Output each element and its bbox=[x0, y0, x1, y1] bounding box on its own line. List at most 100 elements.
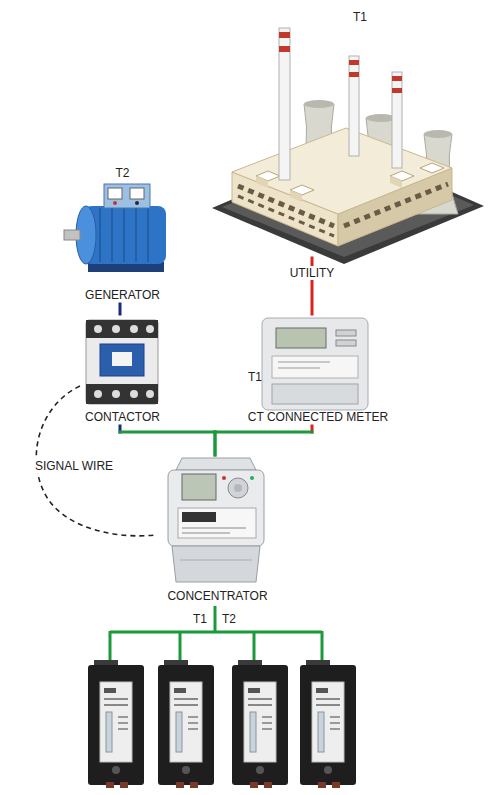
node-label: T1 bbox=[238, 10, 482, 24]
meter-illustration bbox=[300, 660, 356, 788]
node-label: T2 bbox=[60, 166, 185, 180]
contactor-illustration bbox=[112, 390, 120, 398]
meter-illustration bbox=[232, 660, 288, 788]
concentrator-illustration bbox=[168, 458, 264, 582]
contactor-illustration bbox=[112, 352, 132, 366]
power-plant-illustration bbox=[420, 163, 444, 173]
meter-illustration bbox=[88, 660, 356, 788]
concentrator-illustration bbox=[228, 478, 248, 498]
meter-illustration bbox=[88, 660, 144, 788]
concentrator-illustration bbox=[182, 533, 230, 534]
ct-meter-illustration bbox=[262, 318, 368, 410]
generator-illustration bbox=[113, 201, 117, 205]
wire-label: SIGNAL WIRE bbox=[32, 459, 116, 473]
power-plant-illustration bbox=[349, 56, 359, 156]
ct-meter-illustration bbox=[336, 340, 356, 346]
generator-illustration bbox=[130, 188, 144, 199]
power-plant-illustration bbox=[390, 176, 402, 188]
contactor-illustration bbox=[130, 325, 138, 333]
generator-illustration bbox=[123, 208, 125, 262]
concentrator-illustration bbox=[172, 546, 260, 582]
power-plant-illustration bbox=[279, 32, 290, 38]
power-plant-illustration bbox=[290, 190, 302, 202]
wire-connector bbox=[120, 431, 215, 434]
wire-connector bbox=[119, 304, 122, 314]
generator-illustration bbox=[99, 208, 101, 262]
ct-meter-illustration bbox=[262, 318, 368, 410]
concentrator-illustration bbox=[182, 512, 216, 522]
power-plant-illustration bbox=[392, 76, 402, 81]
contactor-illustration bbox=[86, 320, 158, 404]
contactor-illustration bbox=[94, 390, 102, 398]
meter-bus-wire bbox=[253, 631, 256, 665]
node-label: CONTACTOR bbox=[80, 410, 165, 424]
contactor-illustration bbox=[86, 320, 158, 404]
ct-meter-illustration bbox=[278, 368, 320, 369]
meter-bus-wire bbox=[321, 631, 324, 665]
concentrator-illustration bbox=[182, 528, 246, 529]
meter-illustration bbox=[158, 660, 214, 788]
power-plant-illustration bbox=[238, 196, 334, 236]
tariff-label: T1 bbox=[193, 612, 207, 626]
meter-bus-wire bbox=[109, 631, 112, 665]
power-plant-illustration bbox=[392, 88, 402, 93]
wire-connector bbox=[215, 426, 312, 455]
concentrator-node: CONCENTRATOR bbox=[155, 455, 280, 605]
meter-bus-wire bbox=[110, 606, 322, 665]
wire-connector bbox=[214, 432, 217, 455]
node-label: CT CONNECTED METER bbox=[238, 410, 398, 424]
wire-connector bbox=[215, 431, 312, 434]
power-plant-illustration bbox=[392, 72, 402, 168]
power-plant-illustration bbox=[424, 130, 452, 138]
ct-meter-illustration bbox=[278, 362, 330, 363]
generator-illustration bbox=[135, 201, 139, 205]
node-label: T1 bbox=[248, 370, 262, 384]
wire-label: UTILITY bbox=[287, 266, 338, 280]
power-plant-illustration bbox=[279, 46, 290, 52]
power-plant-illustration bbox=[279, 28, 290, 180]
power-plant-illustration bbox=[304, 100, 334, 108]
power-plant-illustration bbox=[344, 184, 448, 226]
concentrator-illustration bbox=[180, 560, 252, 561]
concentrator-illustration bbox=[178, 508, 256, 538]
concentrator-illustration bbox=[182, 474, 216, 500]
contactor-illustration bbox=[94, 325, 102, 333]
power-plant-illustration bbox=[238, 186, 334, 226]
generator-illustration bbox=[64, 184, 166, 272]
concentrator-illustration bbox=[168, 470, 264, 546]
node-label: CONCENTRATOR bbox=[155, 589, 280, 603]
contactor-node: CONTACTOR bbox=[80, 314, 165, 426]
ct-meter-illustration bbox=[272, 356, 358, 378]
power-plant-illustration bbox=[232, 128, 452, 214]
contactor-illustration bbox=[146, 390, 154, 398]
meter-bus-wire bbox=[179, 631, 182, 665]
wire-connector bbox=[120, 304, 121, 314]
generator-illustration bbox=[111, 208, 113, 262]
meter-bus-wire bbox=[214, 606, 217, 632]
concentrator-illustration bbox=[250, 476, 254, 480]
ct-meter-illustration bbox=[336, 330, 356, 336]
ct-meter-node: T1 CT CONNECTED METER bbox=[238, 314, 398, 426]
ct-meter-illustration bbox=[276, 328, 326, 348]
power-plant-illustration bbox=[256, 176, 268, 188]
contactor-illustration bbox=[100, 344, 144, 376]
ct-meter-illustration bbox=[272, 384, 358, 404]
node-label: GENERATOR bbox=[60, 288, 185, 302]
generator-illustration bbox=[104, 184, 150, 208]
generator-node: T2GENERATOR bbox=[60, 164, 185, 304]
power-plant-illustration bbox=[349, 60, 359, 65]
tariff-label: T2 bbox=[222, 612, 236, 626]
contactor-illustration bbox=[130, 390, 138, 398]
contactor-illustration bbox=[112, 325, 120, 333]
concentrator-illustration bbox=[222, 476, 226, 480]
power-plant-node: T1 bbox=[212, 6, 482, 258]
generator-illustration bbox=[108, 188, 122, 199]
wire-connector bbox=[214, 432, 217, 455]
wire-connector bbox=[120, 426, 215, 455]
contactor-illustration bbox=[86, 320, 158, 338]
concentrator-illustration bbox=[176, 458, 256, 470]
contactor-illustration bbox=[146, 325, 154, 333]
